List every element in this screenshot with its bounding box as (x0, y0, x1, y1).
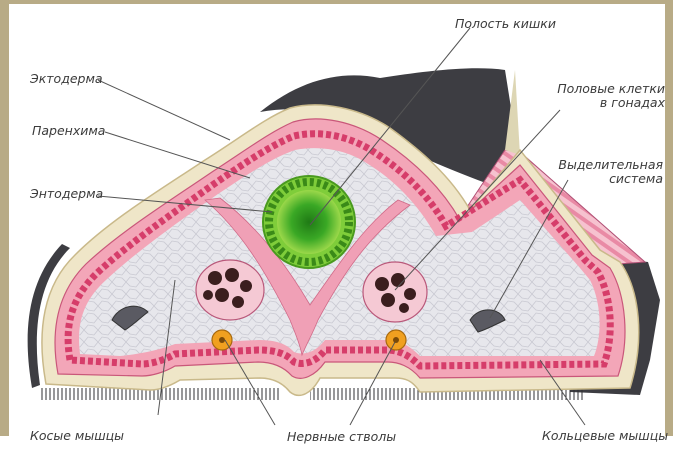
frame-top (0, 0, 673, 4)
label-excretory-line1: Выделительная (545, 158, 663, 172)
label-endoderm: Энтодерма (30, 187, 103, 201)
gonad-right (363, 262, 427, 322)
label-oblique-muscles: Косые мышцы (30, 429, 124, 443)
label-intestinal-cavity: Полость кишки (455, 17, 556, 31)
frame-right (665, 0, 673, 436)
nerve-trunk-right (386, 330, 406, 350)
gonad-left (196, 260, 264, 320)
label-ectoderm: Эктодерма (30, 72, 103, 86)
label-parenchyma: Паренхима (32, 124, 105, 138)
label-nerve-trunks: Нервные стволы (287, 430, 396, 444)
intestinal-lumen (277, 190, 341, 254)
label-sex-cells-line2: в гонадах (545, 96, 665, 110)
label-ring-muscles: Кольцевые мышцы (542, 429, 668, 443)
frame-left (0, 0, 9, 436)
label-sex-cells: Половые клетки в гонадах (545, 82, 665, 110)
label-excretory: Выделительная система (545, 158, 663, 186)
label-excretory-line2: система (545, 172, 663, 186)
leader-ectoderm (98, 80, 230, 140)
label-sex-cells-line1: Половые клетки (545, 82, 665, 96)
